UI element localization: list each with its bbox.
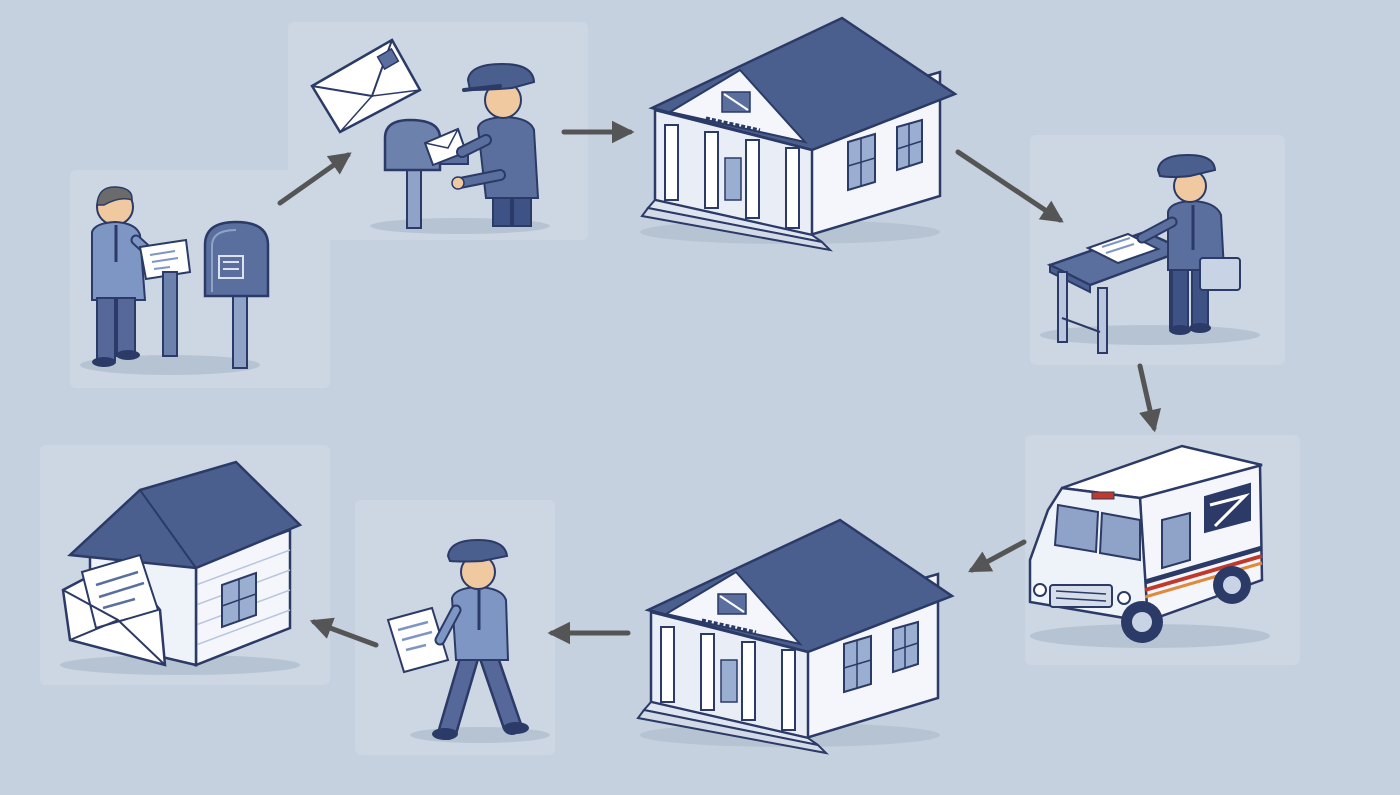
flow-arrows [277, 120, 1162, 648]
clerk-sorting-icon [1040, 153, 1260, 354]
arrow-7 [309, 617, 379, 648]
arrow-3 [955, 149, 1064, 223]
arrow-4 [1137, 363, 1162, 433]
sender-at-mailbox-icon [80, 186, 270, 375]
mail-truck-icon [1028, 444, 1270, 648]
carrier-collects-mail-icon [310, 38, 550, 234]
arrow-5 [968, 539, 1027, 573]
origin-post-office-icon [640, 16, 958, 252]
walking-carrier-icon [386, 538, 550, 743]
arrow-1 [277, 152, 352, 206]
destination-post-office-icon [636, 518, 955, 755]
house-with-envelope-icon [60, 460, 303, 675]
